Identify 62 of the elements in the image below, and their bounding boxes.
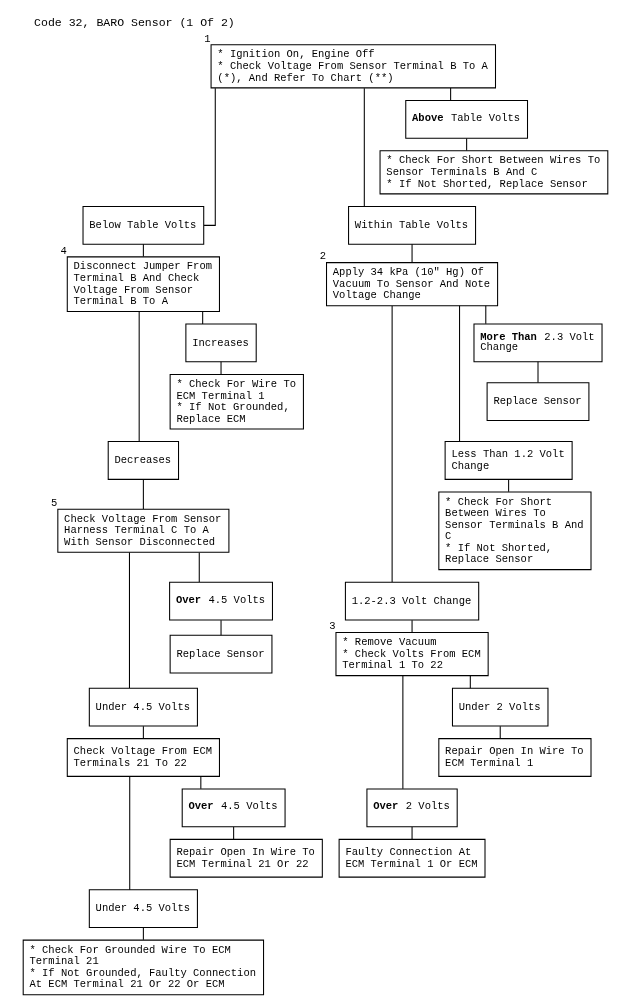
node-box: Above Table Volts [405, 99, 529, 139]
connector [411, 619, 413, 633]
node-box: Within Table Volts [348, 205, 477, 245]
connector [508, 479, 510, 493]
connector [202, 310, 204, 325]
connector [499, 725, 501, 739]
node-box: Check Voltage From ECM Terminals 21 To 22 [66, 738, 220, 777]
node-label: 2 [319, 250, 326, 263]
node-box: * Check For Short Between Wires To Sensor Terminals B And C * If Not Shorted, Replace Sensor [379, 150, 609, 195]
node-box: 1.2-2.3 Volt Change [344, 581, 480, 621]
node-label: 3 [329, 620, 336, 633]
node-box: Disconnect Jumper From Terminal B And Check Voltage From Sensor Terminal B To A [66, 256, 220, 312]
connector [466, 137, 468, 152]
node-box: Below Table Volts [82, 205, 205, 245]
diagram-title: Code 32, BARO Sensor (1 Of 2) [34, 15, 235, 29]
node-box: Decreases [107, 441, 180, 480]
node-box: Less Than 1.2 Volt Change [444, 441, 573, 480]
node-box: Check Voltage From Sensor Harness Terminal C To A With Sensor Disconnected [57, 508, 230, 553]
node-box: Over 4.5 Volts [181, 788, 286, 828]
connector [200, 776, 202, 790]
connector [220, 361, 222, 375]
node-label: 4 [60, 244, 67, 257]
node-box: Over 4.5 Volts [169, 581, 273, 621]
connector [391, 305, 393, 583]
connector [220, 619, 222, 636]
connector [142, 927, 144, 941]
node-box: * Check For Short Between Wires To Sensor Terminals B And C * If Not Shorted, Replace Sensor [438, 491, 592, 571]
connector [142, 243, 144, 257]
node-box: Replace Sensor [169, 634, 273, 674]
connector [142, 725, 144, 739]
connector [450, 87, 452, 101]
connector [411, 826, 413, 840]
node-box: Under 4.5 Volts [88, 889, 198, 929]
connector [469, 675, 471, 689]
node-box: Repair Open In Wire To ECM Terminal 21 Or 22 [169, 838, 323, 878]
connector [537, 361, 539, 383]
node-box: * Ignition On, Engine Off * Check Voltage From Sensor Terminal B To A (*), And Refer To Chart (**) [210, 44, 497, 89]
node-box: * Remove Vacuum * Check Volts From ECM Terminal 1 To 22 [335, 632, 489, 677]
node-box: Apply 34 kPa (10" Hg) Of Vacuum To Sensor And Note Voltage Change [326, 262, 499, 307]
node-label: 1 [204, 32, 211, 45]
connector [402, 675, 404, 790]
node-box: Repair Open In Wire To ECM Terminal 1 [438, 738, 592, 777]
node-box: Replace Sensor [486, 382, 590, 422]
node-box: Faulty Connection At ECM Terminal 1 Or ECM [338, 838, 486, 878]
node-box: More Than 2.3 Volt Change [473, 323, 603, 363]
connector [198, 552, 200, 583]
connector [459, 305, 461, 442]
node-label: 5 [51, 497, 58, 510]
connector [485, 305, 487, 325]
connector [138, 311, 140, 442]
connector [233, 826, 235, 840]
node-box: Under 4.5 Volts [88, 687, 198, 727]
connector [363, 87, 365, 207]
node-box: Under 2 Volts [451, 687, 549, 727]
connector [142, 479, 144, 510]
connector [411, 243, 413, 263]
node-box: * Check For Grounded Wire To ECM Terminal 21 * If Not Grounded, Faulty Connection At ECM Terminal 21 Or 22 Or ECM [22, 939, 265, 996]
connector [128, 551, 130, 689]
connector [129, 776, 131, 891]
node-box: Increases [185, 323, 257, 363]
node-box: * Check For Wire To ECM Terminal 1 * If Not Grounded, Replace ECM [169, 373, 304, 430]
node-box: Over 2 Volts [366, 788, 458, 828]
